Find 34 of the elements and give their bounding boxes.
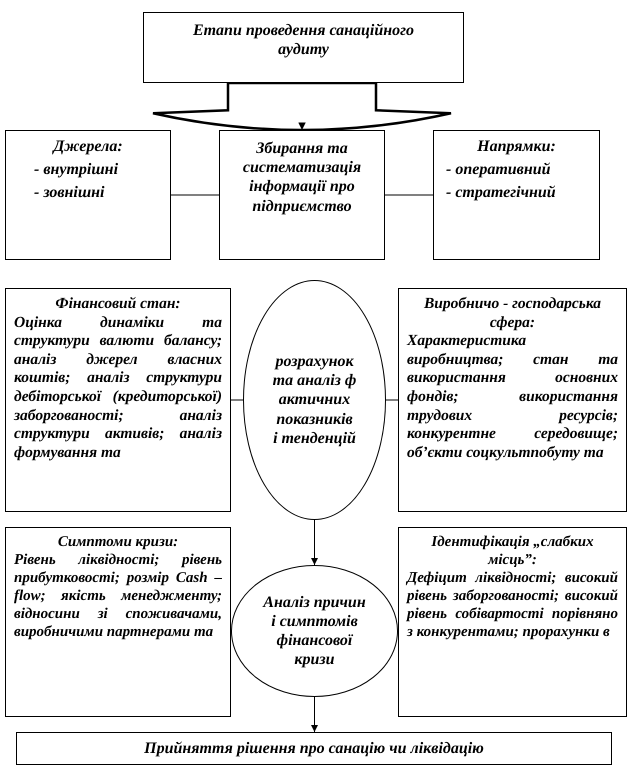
connector-line — [170, 194, 220, 196]
decision-box — [16, 732, 612, 765]
analysis-ellipse — [243, 280, 386, 520]
block-arrow — [152, 82, 452, 132]
sources-box — [5, 130, 171, 260]
arrow — [311, 520, 318, 566]
box-text: розрахунок та аналіз фактичних показників і тенденцій — [272, 352, 356, 448]
box-heading: Напрямки: — [476, 137, 557, 156]
box-text: Оцінка динаміки та структури валюти балансу; аналіз джерел власних коштів; аналіз структури дебіторської (кредиторської) заборгованості; аналіз структури активів; аналіз формування та — [14, 314, 222, 462]
list-item: - оперативний — [445, 160, 552, 180]
box-text: Збирання та систематизація інформації про підприємство — [242, 139, 362, 216]
box-heading: Фінансовий стан: — [54, 295, 182, 314]
title-box — [143, 12, 464, 83]
box-heading: Симптоми кризи: — [56, 533, 180, 551]
list-item: - стратегічний — [445, 183, 557, 203]
directions-box — [433, 130, 600, 260]
box-text: Дефіцит ліквідності; високий рівень заборгованості; високий рівень собівартості порівняно з конкурентами; прорахунки в — [407, 569, 618, 641]
box-text: Прийняття рішення про санацію чи ліквідацію — [143, 738, 485, 758]
crisis-analysis-circle — [231, 565, 398, 697]
list-item: - зовнішні — [33, 183, 106, 203]
box-text: Аналіз причин і симптомів фінансової кризи — [262, 592, 366, 670]
weak-points-box — [398, 527, 627, 717]
box-heading: Джерела: — [51, 137, 124, 156]
list-item: - внутрішні — [33, 160, 120, 180]
box-text: Етапи проведення санаційного аудиту — [192, 21, 416, 60]
arrow — [311, 696, 318, 732]
box-heading: Виробничо - господарська сфера: — [422, 295, 602, 332]
box-heading: Ідентифікація „слабких місць”: — [430, 533, 595, 569]
connector-line — [384, 194, 434, 196]
process-box — [219, 130, 385, 260]
financial-state-box — [5, 288, 231, 512]
box-text: Рівень ліквідності; рівень прибутковості; розмір Cash – flow; якість менеджменту; відносини зі споживачами, виробничими партнерами та — [14, 551, 222, 641]
crisis-symptoms-box — [5, 527, 231, 717]
box-text: Характеристика виробництва; стан та використання основних фондів; використання трудових ресурсів; конкурентне середовище; об’єкти соцкультпобуту та — [407, 332, 618, 462]
